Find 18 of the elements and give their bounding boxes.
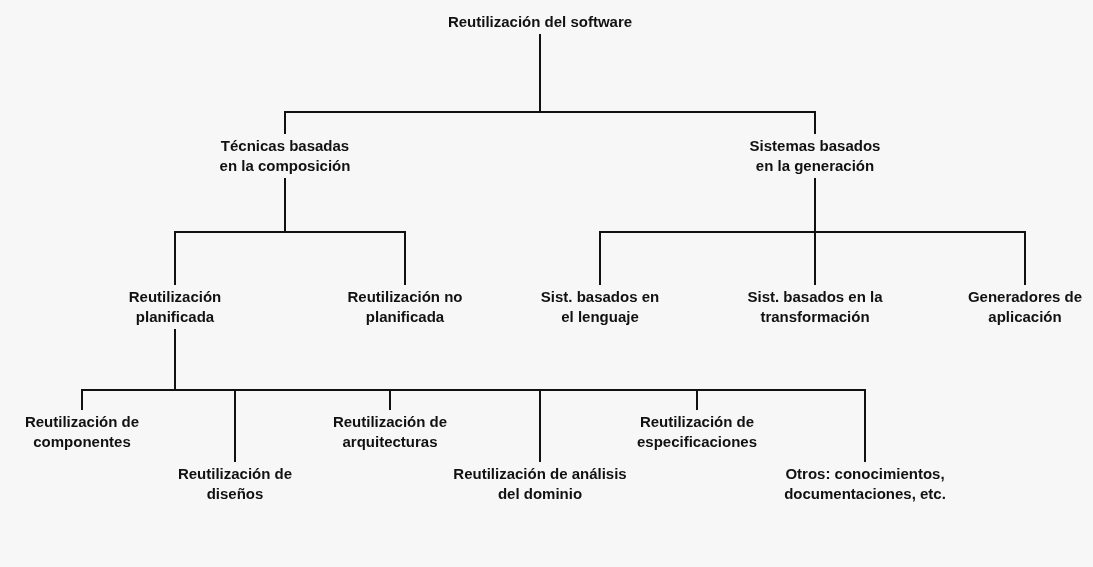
tree-label: Reutilización de arquitecturas	[315, 412, 465, 452]
tree-label: Reutilización del software	[410, 12, 670, 32]
tree-label: Generadores de aplicación	[962, 287, 1088, 327]
tree-label: Reutilización planificada	[112, 287, 238, 327]
connector-line	[539, 33, 816, 135]
tree-label: Otros: conocimientos, documentaciones, etc.	[770, 464, 960, 504]
connector-line	[174, 328, 866, 463]
tree-label: Reutilización de diseños	[172, 464, 298, 504]
tree-label: Reutilización de especificaciones	[609, 412, 785, 452]
tree-label: Sist. basados en la transformación	[740, 287, 890, 327]
tree-label: Técnicas basadas en la composición	[210, 136, 360, 176]
tree-label: Reutilización de componentes	[0, 412, 165, 452]
tree-label: Reutilización de análisis del dominio	[447, 464, 633, 504]
connector-line	[814, 177, 1026, 286]
connector-line	[284, 177, 406, 286]
tree-label: Sistemas basados en la generación	[740, 136, 890, 176]
tree-label: Reutilización no planificada	[342, 287, 468, 327]
tree-label: Sist. basados en el lenguaje	[535, 287, 665, 327]
